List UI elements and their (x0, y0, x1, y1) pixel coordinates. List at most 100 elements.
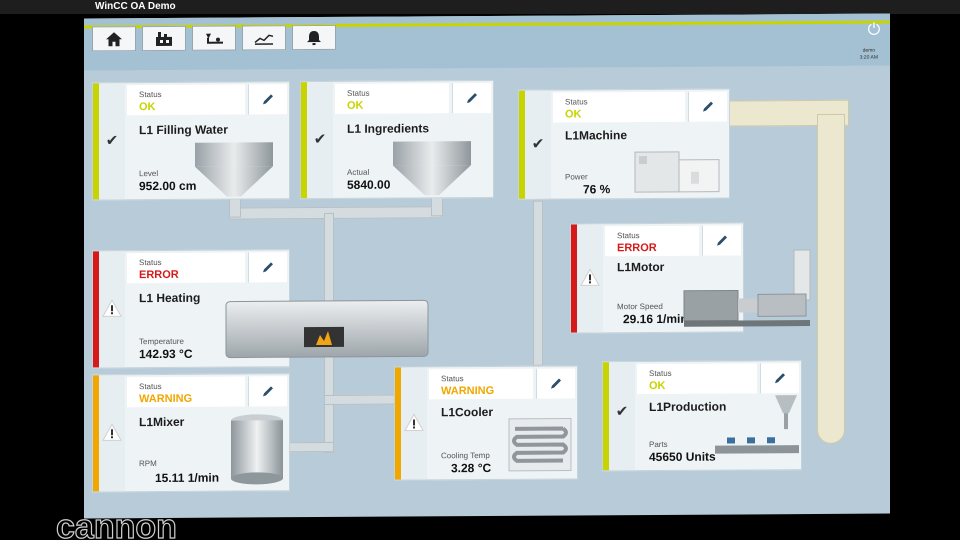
value-label: Cooling Temp (441, 450, 490, 461)
warning-triangle-icon (102, 423, 122, 441)
alarm-bell-icon (307, 30, 321, 45)
panel-title: L1Cooler (441, 404, 494, 420)
nav-trend-button[interactable] (242, 25, 286, 51)
value-label: Parts (649, 439, 668, 450)
status-value: OK (139, 101, 156, 114)
edit-button[interactable] (248, 84, 287, 115)
edit-button[interactable] (760, 363, 799, 394)
machine-cabinet-icon (634, 151, 720, 193)
status-field: Status OK (553, 91, 685, 123)
panel-mixer: Status WARNING L1Mixer RPM 15.11 1/min (92, 373, 290, 493)
trend-icon (254, 34, 274, 45)
status-label: Status (565, 97, 588, 107)
status-value: OK (649, 379, 666, 393)
panel-title: L1Machine (565, 128, 628, 143)
edit-button[interactable] (702, 225, 741, 256)
window-titlebar: WinCC OA Demo (0, 0, 960, 14)
process-icon (206, 33, 223, 44)
value-label: Actual (347, 167, 370, 177)
pipe-to-cooler (324, 394, 396, 405)
clock-time: 3:20 AM (859, 54, 878, 61)
status-value: WARNING (441, 384, 495, 398)
warning-triangle-icon (580, 268, 600, 286)
value-label: Temperature (139, 336, 184, 347)
plant-icon (156, 31, 172, 46)
pencil-icon (703, 101, 713, 112)
panel-title: L1 Heating (139, 290, 201, 306)
value-readout: 45650 Units (649, 449, 716, 465)
value-label: Power (565, 172, 588, 182)
nav-alarm-button[interactable] (292, 24, 336, 51)
pencil-icon (775, 373, 785, 384)
panel-heating: Status ERROR L1 Heating Temperature 142.… (92, 249, 290, 369)
watermark-text: cannon (56, 510, 177, 540)
motor-pump-icon (683, 249, 811, 327)
nav-process-button[interactable] (192, 25, 236, 51)
value-readout: 142.93 °C (139, 346, 193, 362)
pencil-icon (717, 235, 727, 246)
status-label: Status (139, 89, 162, 100)
app-title: WinCC OA Demo (95, 1, 176, 12)
checkmark-icon: ✔ (313, 130, 327, 149)
status-field: Status OK (637, 363, 757, 395)
panel-cooler: Status WARNING L1Cooler Cooling Temp 3.2… (394, 365, 578, 481)
power-button[interactable]: ⏻ (864, 20, 884, 40)
warning-triangle-icon (404, 413, 424, 432)
furnace-icon (225, 299, 429, 359)
pipe-top-horizontal (229, 206, 442, 220)
panel-title: L1Mixer (139, 414, 185, 430)
pipe-machine-down (533, 200, 543, 366)
edit-button[interactable] (452, 82, 491, 114)
checkmark-icon: ✔ (615, 403, 629, 421)
pencil-icon (467, 93, 477, 104)
value-readout: 5840.00 (347, 177, 391, 192)
tank-hopper-icon (393, 141, 471, 196)
status-label: Status (139, 257, 162, 268)
value-label: Motor Speed (617, 301, 663, 312)
warning-triangle-icon (102, 299, 122, 317)
nav-home-button[interactable] (92, 26, 136, 52)
status-field: Status WARNING (429, 368, 533, 400)
edit-button[interactable] (536, 368, 575, 399)
top-navigation-bar: ⏻ demo 3:20 AM (84, 13, 890, 71)
edit-button[interactable] (688, 91, 727, 122)
user-info: demo 3:20 AM (860, 48, 878, 62)
status-value: OK (347, 99, 364, 112)
status-label: Status (617, 231, 640, 241)
edit-button[interactable] (248, 376, 287, 407)
status-value: OK (565, 108, 582, 121)
brand-watermark: cannon (55, 510, 177, 540)
tank-hopper-icon (195, 142, 273, 197)
pencil-icon (263, 94, 273, 105)
panel-production: ✔ Status OK L1Production Parts 45650 Uni… (602, 360, 802, 472)
edit-button[interactable] (248, 252, 287, 283)
power-icon: ⏻ (867, 19, 881, 39)
checkmark-icon: ✔ (105, 132, 119, 150)
value-readout: 15.11 1/min (155, 470, 220, 486)
status-value: WARNING (139, 392, 193, 406)
nav-plant-button[interactable] (142, 25, 186, 52)
status-value: ERROR (617, 241, 657, 255)
value-label: Level (139, 169, 159, 179)
status-field: Status WARNING (127, 376, 245, 408)
pencil-icon (551, 378, 561, 389)
cooling-coil-icon (508, 417, 572, 472)
hmi-screen: ⏻ demo 3:20 AM ✔ Status OK L1 Filling Wa… (84, 13, 890, 519)
status-label: Status (347, 88, 370, 98)
status-field: Status OK (127, 84, 245, 116)
panel-title: L1Motor (617, 259, 665, 275)
pencil-icon (263, 262, 273, 273)
pencil-icon (263, 386, 273, 397)
status-label: Status (649, 368, 672, 379)
value-readout: 29.16 1/min (623, 311, 688, 327)
value-readout: 952.00 cm (139, 178, 197, 194)
conveyor-icon (715, 395, 799, 454)
panel-filling-water: ✔ Status OK L1 Filling Water Level 952.0… (92, 81, 290, 201)
mixer-drum-icon (231, 414, 283, 485)
value-readout: 76 % (583, 182, 611, 197)
value-label: RPM (139, 459, 157, 469)
status-label: Status (139, 381, 162, 392)
status-value: ERROR (139, 268, 179, 282)
status-field: Status ERROR (127, 252, 245, 284)
panel-title: L1 Ingredients (347, 121, 430, 136)
